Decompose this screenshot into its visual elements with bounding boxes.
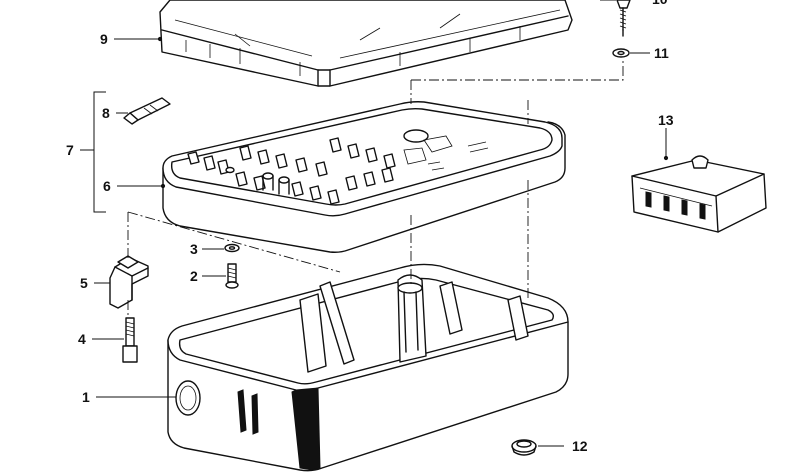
part-fuse xyxy=(123,97,171,125)
part-screw-small xyxy=(225,263,239,289)
housing-slot-shadow xyxy=(291,387,321,471)
callout-leaders xyxy=(80,0,669,447)
callout-13: 13 xyxy=(658,112,674,128)
callout-labels: 9 10 11 8 7 6 13 3 2 5 4 1 12 xyxy=(66,0,674,454)
part-housing xyxy=(167,263,569,472)
callout-8: 8 xyxy=(102,105,110,121)
callout-6: 6 xyxy=(103,178,111,194)
callout-1: 1 xyxy=(82,389,90,405)
part-fuse-carrier xyxy=(162,101,566,253)
part-screw xyxy=(616,0,631,37)
terminal-row xyxy=(187,137,396,205)
callout-4: 4 xyxy=(78,331,86,347)
callout-11: 11 xyxy=(654,45,669,61)
callout-2: 2 xyxy=(190,268,198,284)
assembly-lines xyxy=(127,60,624,318)
callout-7: 7 xyxy=(66,142,74,158)
callout-12: 12 xyxy=(572,438,588,454)
callout-5: 5 xyxy=(80,275,88,291)
group-bracket xyxy=(93,91,106,213)
callout-3: 3 xyxy=(190,241,198,257)
part-grommet xyxy=(511,439,537,456)
part-washer-upper xyxy=(612,48,630,58)
part-connector xyxy=(631,155,767,233)
part-bolt xyxy=(122,317,138,363)
part-bracket xyxy=(109,255,149,309)
callout-9: 9 xyxy=(100,31,108,47)
part-washer-small xyxy=(224,243,240,253)
callout-10: 10 xyxy=(652,0,668,7)
part-cover xyxy=(159,0,573,87)
